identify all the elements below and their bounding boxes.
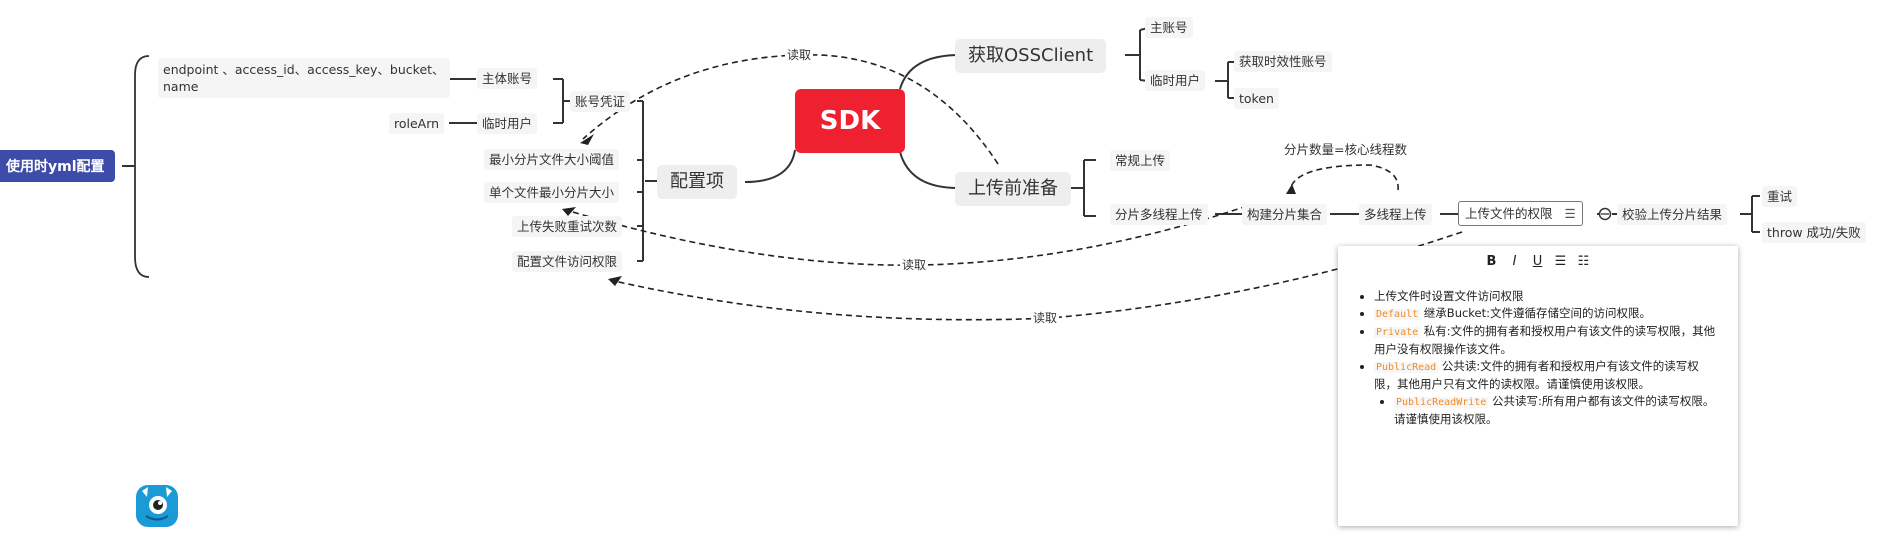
main-fields-line1: endpoint 、access_id、access_key、bucket、 (163, 62, 445, 77)
config-min-threshold[interactable]: 最小分片文件大小阈值 (484, 149, 620, 170)
edge-label-read-2: 读取 (900, 256, 929, 273)
config-credential[interactable]: 账号凭证 (570, 91, 631, 112)
config-access-permission[interactable]: 配置文件访问权限 (512, 251, 623, 272)
credential-role-arn[interactable]: roleArn (389, 113, 445, 134)
italic-button[interactable]: I (1512, 254, 1517, 269)
root-node[interactable]: 使用时yml配置 (0, 150, 115, 182)
branch-get-client[interactable]: 获取OSSClient (955, 39, 1107, 73)
note-icon: ☰ (1564, 206, 1576, 221)
underline-button[interactable]: U (1532, 254, 1543, 269)
thread-count-note: 分片数量=核心线程数 (1279, 139, 1412, 160)
upload-permission-label: 上传文件的权限 (1465, 206, 1553, 221)
edge-label-read-3: 读取 (1031, 309, 1060, 326)
credential-temp-user[interactable]: 临时用户 (477, 113, 538, 134)
upload-throw[interactable]: throw 成功/失败 (1762, 222, 1866, 243)
upload-verify[interactable]: 校验上传分片结果 (1617, 204, 1728, 225)
upload-multithread[interactable]: 多线程上传 (1359, 204, 1432, 225)
assistant-mascot-icon[interactable] (136, 485, 178, 527)
note-item: PublicRead 公共读:文件的拥有者和授权用户有该文件的读写权限，其他用户… (1374, 358, 1720, 428)
note-item: Private 私有:文件的拥有者和授权用户有该文件的读写权限，其他用户没有权限… (1374, 323, 1720, 358)
branch-config[interactable]: 配置项 (657, 165, 737, 199)
client-temp-user[interactable]: 临时用户 (1145, 70, 1206, 91)
bullet-list-button[interactable]: ☰ (1554, 254, 1567, 269)
upload-normal[interactable]: 常规上传 (1110, 150, 1171, 171)
numbered-list-button[interactable]: ☷ (1577, 254, 1590, 269)
config-retry-count[interactable]: 上传失败重试次数 (512, 216, 623, 237)
credential-main-account[interactable]: 主体账号 (477, 68, 538, 89)
branch-pre-upload[interactable]: 上传前准备 (955, 172, 1071, 206)
note-toolbar: B I U ☰ ☷ (1483, 254, 1592, 269)
upload-multipart[interactable]: 分片多线程上传 (1110, 204, 1208, 225)
note-editor-panel[interactable]: B I U ☰ ☷ 上传文件时设置文件访问权限 Default 继承Bucket… (1338, 246, 1738, 526)
upload-permission[interactable]: 上传文件的权限 ☰ (1458, 201, 1583, 226)
note-item: 上传文件时设置文件访问权限 (1374, 288, 1720, 305)
note-item: Default 继承Bucket:文件遵循存储空间的访问权限。 (1374, 305, 1720, 323)
bold-button[interactable]: B (1486, 254, 1497, 269)
edge-label-read-1: 读取 (785, 46, 814, 63)
config-min-part-size[interactable]: 单个文件最小分片大小 (484, 182, 620, 203)
note-item: PublicReadWrite 公共读写:所有用户都有该文件的读写权限。请谨慎使… (1394, 393, 1720, 428)
client-temp-account[interactable]: 获取时效性账号 (1234, 51, 1332, 72)
credential-main-fields[interactable]: endpoint 、access_id、access_key、bucket、 n… (158, 58, 450, 98)
upload-build-parts[interactable]: 构建分片集合 (1242, 204, 1328, 225)
upload-retry[interactable]: 重试 (1762, 186, 1798, 207)
main-fields-line2: name (163, 79, 199, 94)
note-content[interactable]: 上传文件时设置文件访问权限 Default 继承Bucket:文件遵循存储空间的… (1360, 288, 1720, 428)
client-main-account[interactable]: 主账号 (1145, 17, 1193, 38)
sdk-center-node[interactable]: SDK (795, 89, 905, 153)
client-token[interactable]: token (1234, 88, 1279, 109)
